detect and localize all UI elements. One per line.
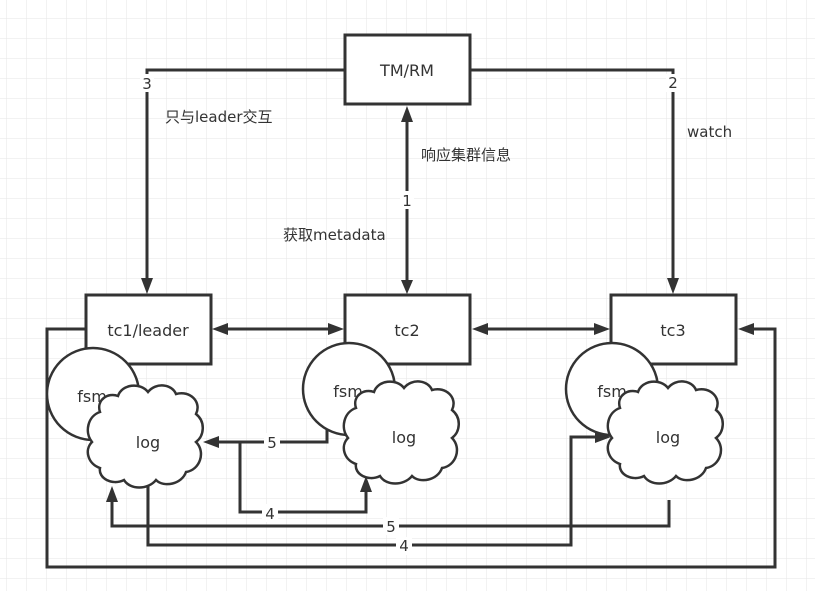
cloud-shape (342, 380, 460, 485)
edge-tc1-to-tc3-outer (45, 323, 777, 569)
edge-4-tc1-to-tc2-log (238, 442, 372, 514)
step-4b-label: 4 (399, 537, 409, 555)
node-tc2-label: tc2 (394, 321, 419, 340)
node-tc1-label: tc1/leader (107, 321, 189, 340)
tc1-log[interactable]: log (86, 384, 204, 489)
tc3-log-label: log (656, 428, 680, 447)
node-tmrm-label: TM/RM (379, 61, 434, 80)
edge-2-watch (470, 68, 679, 294)
tc3-fsm-label: fsm (597, 382, 627, 401)
tc2-log-label: log (392, 428, 416, 447)
step-4a-label: 4 (265, 505, 275, 523)
step-1-label: 1 (402, 192, 412, 210)
tc1-log-label: log (136, 433, 160, 452)
step-5a-label: 5 (267, 434, 277, 452)
tc3-log[interactable]: log (606, 380, 724, 485)
node-tmrm[interactable]: TM/RM (343, 33, 472, 106)
step-3-label: 3 (142, 75, 152, 93)
node-tc3-label: tc3 (660, 321, 685, 340)
node-tc3[interactable]: tc3 (609, 293, 738, 366)
tc2-log[interactable]: log (342, 380, 460, 485)
edge-3-leader-only (141, 68, 345, 294)
leader-only-label: 只与leader交互 (165, 108, 273, 126)
step-2-label: 2 (668, 74, 678, 92)
cloud-shape (86, 384, 204, 489)
edge-tc1-tc2 (212, 323, 344, 335)
get-metadata-label: 获取metadata (283, 226, 386, 244)
cloud-shape (606, 380, 724, 485)
edge-tc2-tc3 (472, 323, 610, 335)
tc2-fsm-label: fsm (333, 382, 363, 401)
step-5b-label: 5 (386, 518, 396, 536)
response-cluster-label: 响应集群信息 (421, 146, 511, 164)
watch-label: watch (687, 123, 732, 141)
